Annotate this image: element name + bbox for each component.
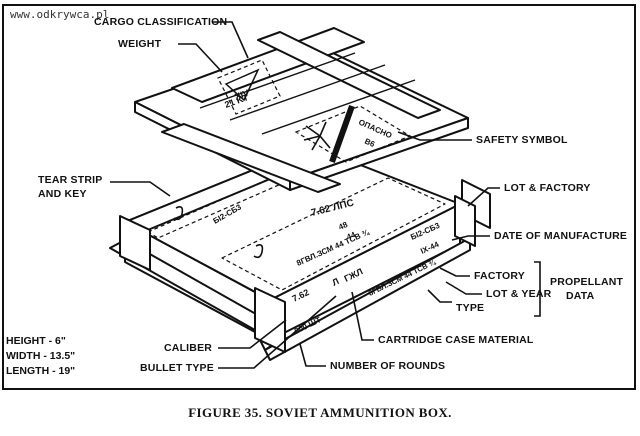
watermark-text: www.odkrywca.pl bbox=[10, 8, 110, 21]
right-corner-cleat bbox=[454, 195, 476, 247]
safety-burst-icon bbox=[303, 121, 331, 151]
lid-board-line-1 bbox=[229, 64, 386, 121]
label-tear-strip-line2: AND KEY bbox=[38, 188, 87, 200]
leader-cartridge-case bbox=[351, 291, 374, 341]
label-tear-strip-line1: TEAR STRIP bbox=[38, 174, 103, 186]
cargo-class-box bbox=[217, 59, 281, 115]
label-type: TYPE bbox=[456, 302, 485, 314]
leader-bullet-type bbox=[218, 295, 337, 369]
label-cartridge-case-material: CARTRIDGE CASE MATERIAL bbox=[378, 334, 534, 346]
box-top-panel-right bbox=[221, 177, 446, 291]
lot-top-text: 48 bbox=[337, 220, 349, 232]
leader-safety-symbol bbox=[397, 131, 472, 141]
label-caliber: CALIBER bbox=[164, 342, 213, 354]
leader-lot-year bbox=[445, 281, 482, 295]
label-bullet-type: BULLET TYPE bbox=[140, 362, 214, 374]
tear-key-icon-left bbox=[173, 206, 184, 221]
tear-key-icon-right bbox=[253, 244, 264, 259]
bullet-side-text: Л bbox=[330, 276, 340, 288]
leader-date-of-manufacture bbox=[451, 235, 490, 241]
label-cargo-classification: CARGO CLASSIFICATION bbox=[94, 16, 228, 28]
label-lot-year: LOT & YEAR bbox=[486, 288, 552, 300]
safety-bar-mark bbox=[329, 104, 355, 164]
label-safety-symbol: SAFETY SYMBOL bbox=[476, 134, 568, 146]
dimension-length: LENGTH - 19" bbox=[6, 365, 76, 377]
label-number-of-rounds: NUMBER OF ROUNDS bbox=[330, 360, 446, 372]
leader-caliber bbox=[218, 319, 287, 349]
lid-board-line-2 bbox=[199, 52, 356, 109]
leader-type bbox=[427, 289, 452, 303]
leader-number-of-rounds bbox=[299, 343, 326, 367]
base-slat-front bbox=[264, 237, 471, 361]
dimension-width: WIDTH - 13.5" bbox=[6, 350, 76, 362]
lid-batten-front bbox=[161, 123, 341, 193]
lid-batten-mid bbox=[257, 31, 441, 119]
cargo-class-triangle bbox=[224, 68, 260, 102]
propellant-bracket bbox=[534, 261, 541, 317]
leader-lot-factory bbox=[467, 187, 500, 207]
label-weight: WEIGHT bbox=[118, 38, 162, 50]
leader-tear-strip bbox=[110, 181, 171, 197]
label-date-of-manufacture: DATE OF MANUFACTURE bbox=[494, 230, 628, 242]
left-corner-cleat bbox=[119, 215, 151, 271]
cargo-class-text: XIV bbox=[233, 88, 250, 102]
dimension-height: HEIGHT - 6" bbox=[6, 335, 66, 347]
label-propellant-line1: PROPELLANT bbox=[550, 276, 624, 288]
lot-mid-text: 44 bbox=[345, 230, 357, 242]
label-factory: FACTORY bbox=[474, 270, 525, 282]
front-corner-cleat bbox=[254, 287, 286, 353]
lid-board-line-3 bbox=[261, 79, 416, 135]
figure-caption: FIGURE 35. SOVIET AMMUNITION BOX. bbox=[188, 405, 452, 420]
safety-number-text: B6 bbox=[363, 137, 377, 150]
leader-cargo-classification bbox=[212, 21, 249, 59]
lid-edge-right bbox=[289, 117, 469, 191]
label-lot-factory: LOT & FACTORY bbox=[504, 182, 591, 194]
leader-weight bbox=[178, 43, 223, 73]
leader-factory bbox=[439, 267, 470, 277]
label-propellant-line2: DATA bbox=[566, 290, 595, 302]
figure-frame bbox=[2, 4, 636, 390]
